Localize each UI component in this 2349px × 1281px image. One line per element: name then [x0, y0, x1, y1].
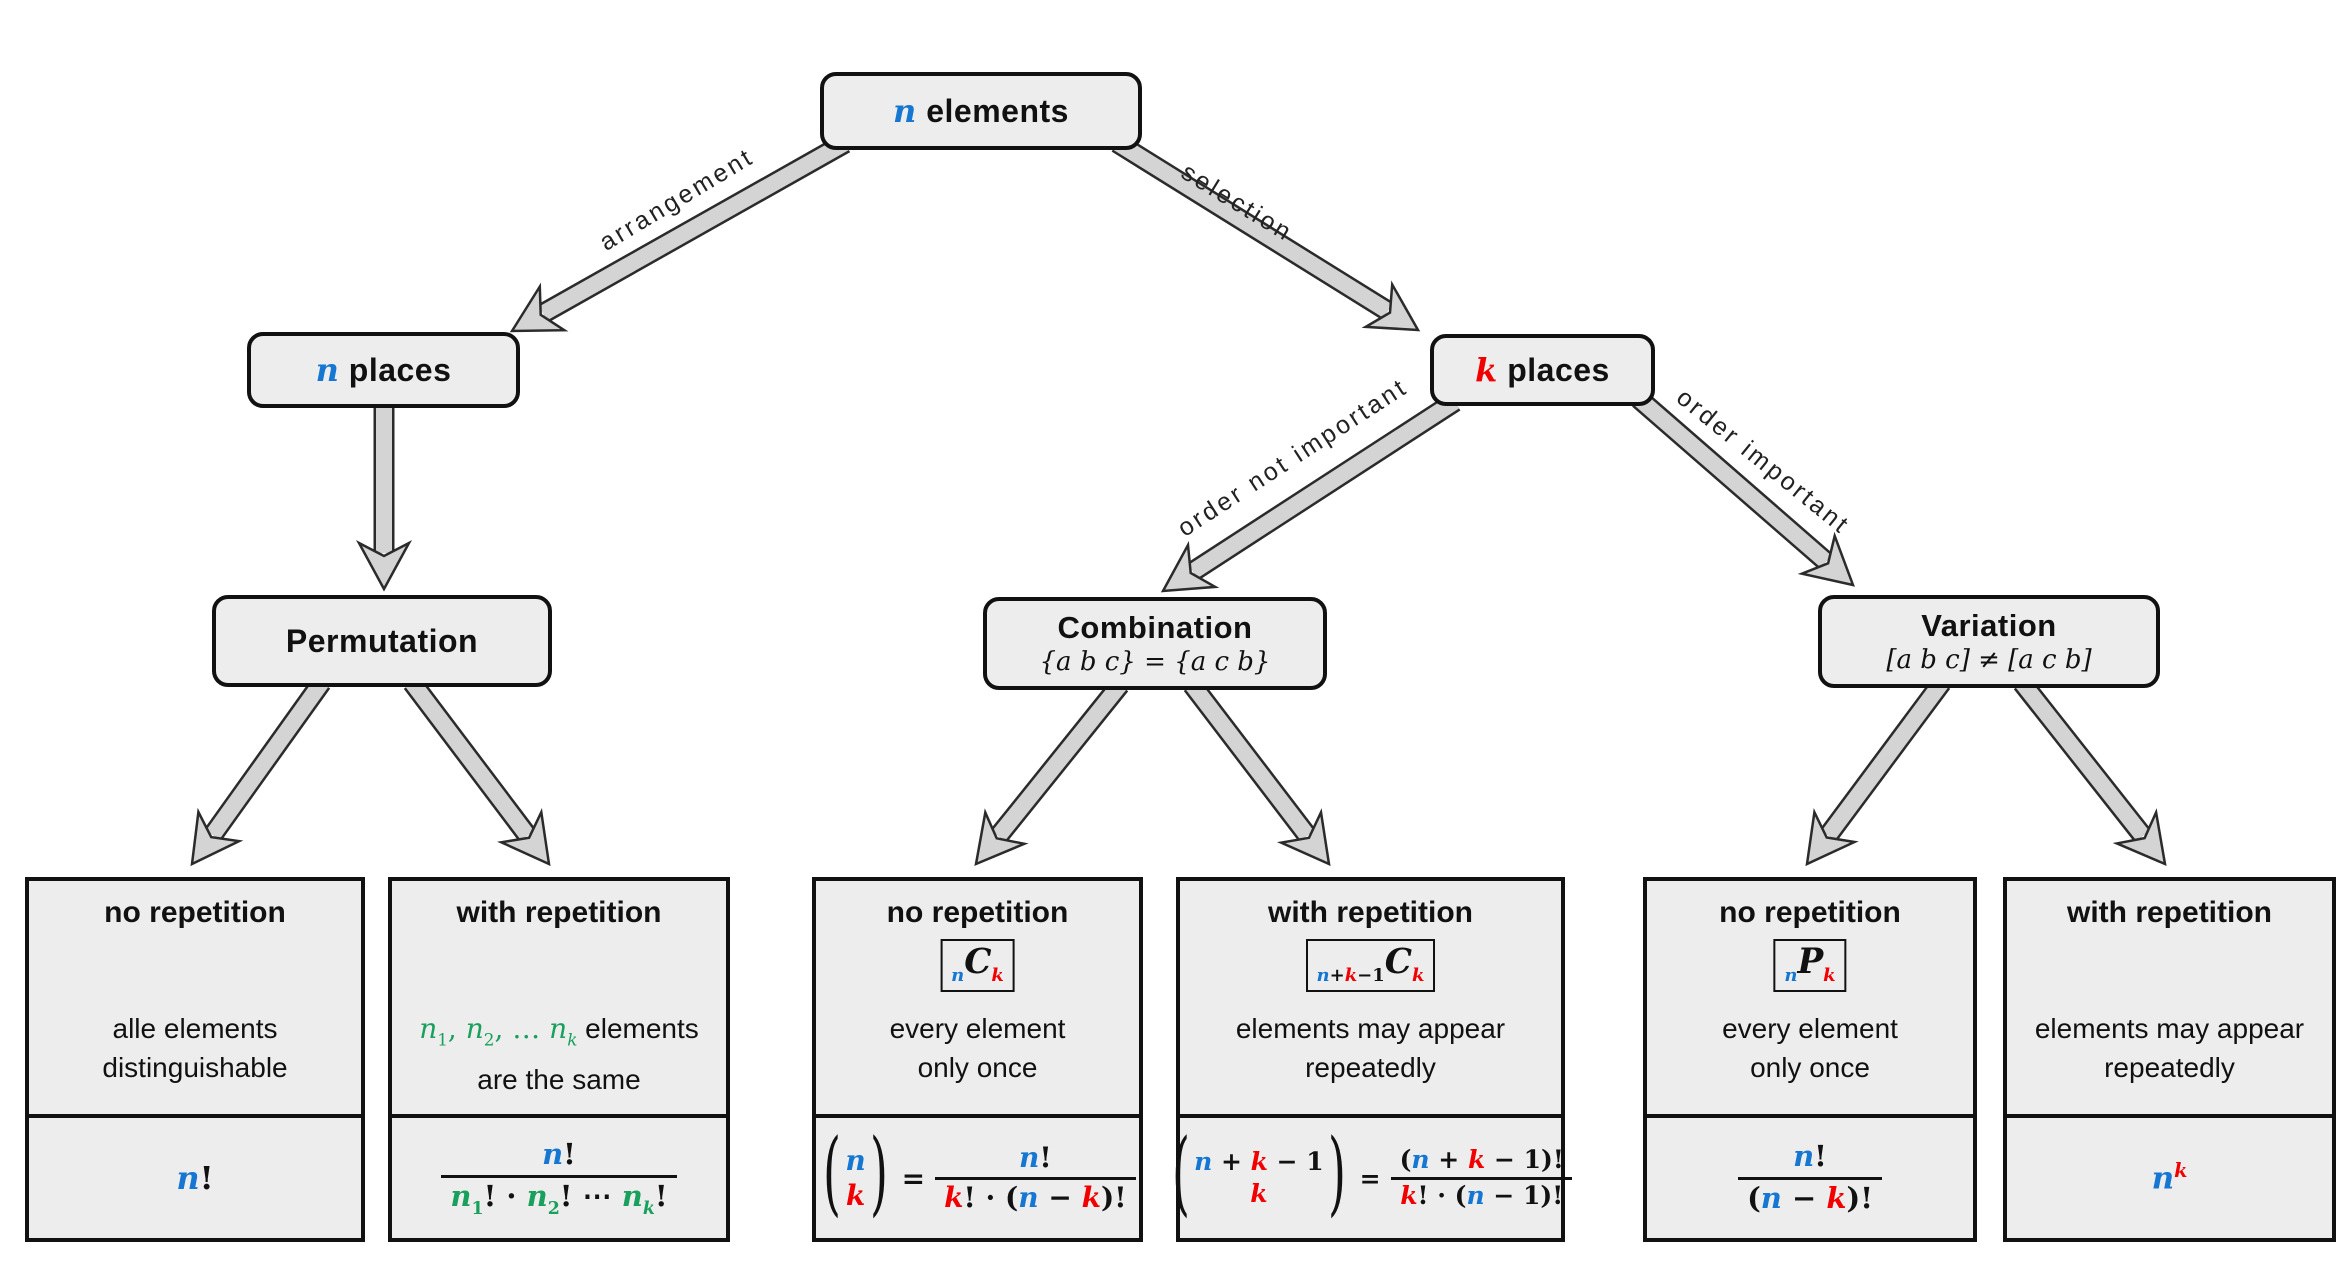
leaf-title: no repetition	[104, 896, 286, 929]
fraction-numerator: n!	[542, 1136, 576, 1171]
leaf-combination-with-repetition: with repetition n+k−1Ck elements may app…	[1172, 877, 1573, 1242]
binomial-coefficient: ( n + k − 1 k )	[1168, 1119, 1349, 1228]
leaf-description: every element only once	[1647, 1009, 1973, 1087]
arrow-k-places-to-variation	[1632, 390, 1855, 587]
leaf-top: no repetition alle elements distinguisha…	[29, 881, 361, 1118]
fraction-denominator: k! · (n − k)!	[935, 1176, 1136, 1216]
node-n-elements: n elements	[820, 72, 1142, 150]
arrow-n-places-to-permutation	[355, 401, 413, 592]
desc-line: distinguishable	[102, 1052, 288, 1083]
desc-line: only once	[1750, 1052, 1870, 1083]
leaf-variation-with-repetition: with repetition elements may appear repe…	[2003, 877, 2336, 1242]
right-paren: )	[1327, 1119, 1346, 1226]
leaf-top: with repetition elements may appear repe…	[2007, 881, 2332, 1118]
desc-line: elements may appear	[1235, 1013, 1506, 1044]
node-combination: Combination {a b c} = {a c b}	[983, 597, 1327, 690]
desc-line: repeatedly	[1305, 1052, 1436, 1083]
badge-n-plus-k-minus-1-Ck: n+k−1Ck	[1305, 939, 1436, 992]
node-n-places-title: n places	[315, 351, 452, 389]
binom-top: n + k − 1	[1194, 1146, 1324, 1176]
node-permutation-title: Permutation	[285, 622, 479, 659]
leaf-description: elements may appear repeatedly	[1180, 1009, 1561, 1087]
formula-partial-permutation: n! (n − k)!	[1738, 1138, 1882, 1218]
node-combination-title: Combination	[1057, 610, 1253, 645]
binomial-coefficient: ( n k )	[819, 1119, 891, 1228]
node-k-places: k places	[1430, 334, 1655, 406]
node-n-elements-title: n elements	[893, 92, 1069, 130]
arrow-combination-to-with-rep	[1183, 678, 1331, 867]
left-paren: (	[1172, 1119, 1191, 1226]
leaf-top: with repetition n1, n2, … nk elements ar…	[392, 881, 726, 1118]
badge-nCk: nCk	[940, 939, 1015, 992]
fraction-denominator: k! · (n − 1)!	[1391, 1176, 1573, 1213]
binom-bottom: k	[845, 1179, 866, 1212]
right-paren: )	[869, 1119, 888, 1226]
arrow-root-to-k-places	[1111, 133, 1421, 332]
node-variation-title: Variation	[1921, 608, 2057, 643]
leaf-description: n1, n2, … nk elements are the same	[392, 1009, 726, 1099]
badge-nPk: nPk	[1773, 939, 1847, 992]
leaf-permutation-with-repetition: with repetition n1, n2, … nk elements ar…	[388, 877, 730, 1242]
node-variation-subtitle: [a b c] ≠ [a c b]	[1886, 645, 2092, 675]
leaf-top: no repetition nCk every element only onc…	[816, 881, 1139, 1118]
leaf-top: with repetition n+k−1Ck elements may app…	[1180, 881, 1561, 1118]
node-k-places-title: k places	[1475, 351, 1610, 389]
desc-line: alle elements	[112, 1013, 278, 1044]
leaf-top: no repetition nPk every element only onc…	[1647, 881, 1973, 1118]
equals-sign: =	[901, 1161, 926, 1195]
leaf-description: elements may appear repeatedly	[2007, 1009, 2332, 1087]
leaf-title: with repetition	[456, 896, 662, 929]
equals-sign: =	[1359, 1163, 1381, 1193]
leaf-title: no repetition	[1719, 896, 1901, 929]
arrow-root-to-n-places	[509, 133, 851, 333]
leaf-permutation-no-repetition: no repetition alle elements distinguisha…	[25, 877, 365, 1242]
leaf-formula-section: ( n k ) = n! k! · (n − k)!	[816, 1118, 1139, 1238]
desc-line: only once	[917, 1052, 1038, 1083]
leaf-formula-section: ( n + k − 1 k ) = (n + k − 1)! k! · (n −…	[1172, 1118, 1573, 1238]
desc-line: every element	[1722, 1013, 1898, 1044]
formula-binomial: ( n k ) = n! k! · (n − k)!	[819, 1119, 1136, 1228]
formula-n-factorial: n!	[176, 1159, 214, 1197]
node-variation: Variation [a b c] ≠ [a c b]	[1818, 595, 2160, 688]
fraction-denominator: (n − k)!	[1738, 1176, 1882, 1219]
fraction-numerator: n!	[1793, 1138, 1827, 1173]
formula-binomial-repetition: ( n + k − 1 k ) = (n + k − 1)! k! · (n −…	[1168, 1119, 1573, 1228]
desc-line: are the same	[477, 1063, 641, 1095]
leaf-formula-section: n! n1! · n2! ⋯ nk!	[392, 1118, 726, 1238]
leaf-formula-section: n! (n − k)!	[1647, 1118, 1973, 1238]
formula-multinomial: n! n1! · n2! ⋯ nk!	[441, 1136, 677, 1220]
arrow-variation-to-no-rep	[1805, 676, 1951, 867]
desc-line: elements may appear	[2034, 1013, 2305, 1044]
binom-bottom: k	[1250, 1179, 1268, 1208]
arrow-combination-to-no-rep	[974, 678, 1129, 867]
leaf-formula-section: nk	[2007, 1118, 2332, 1238]
desc-line: repeatedly	[2104, 1052, 2235, 1083]
node-n-places: n places	[247, 332, 520, 408]
leaf-title: with repetition	[2067, 896, 2272, 929]
leaf-title: no repetition	[886, 896, 1069, 929]
fraction-numerator: n!	[1018, 1141, 1052, 1175]
arrow-permutation-to-no-rep	[190, 676, 331, 867]
leaf-formula-section: n!	[29, 1118, 361, 1238]
leaf-combination-no-repetition: no repetition nCk every element only onc…	[812, 877, 1143, 1242]
formula-n-power-k: nk	[2151, 1159, 2188, 1197]
leaf-description: alle elements distinguishable	[29, 1009, 361, 1087]
binom-top: n	[845, 1144, 866, 1177]
left-paren: (	[823, 1119, 842, 1226]
leaf-variation-no-repetition: no repetition nPk every element only onc…	[1643, 877, 1977, 1242]
fraction-numerator: (n + k − 1)!	[1399, 1145, 1564, 1174]
node-combination-subtitle: {a b c} = {a c b}	[1039, 647, 1271, 677]
leaf-description: every element only once	[816, 1009, 1139, 1087]
desc-line: n1, n2, … nk elements	[419, 1012, 699, 1050]
arrow-variation-to-with-rep	[2013, 676, 2167, 867]
node-permutation: Permutation	[212, 595, 552, 687]
leaf-title: with repetition	[1268, 896, 1473, 929]
desc-line: every element	[889, 1013, 1066, 1044]
arrow-permutation-to-with-rep	[403, 676, 551, 867]
fraction-denominator: n1! · n2! ⋯ nk!	[441, 1174, 677, 1220]
arrow-k-places-to-combination	[1160, 392, 1461, 593]
